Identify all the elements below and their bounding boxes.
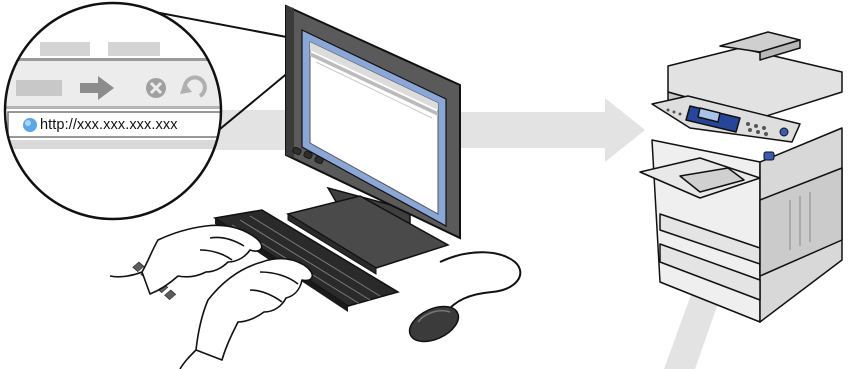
address-bar-url: http://xxx.xxx.xxx.xxx [40, 117, 178, 133]
